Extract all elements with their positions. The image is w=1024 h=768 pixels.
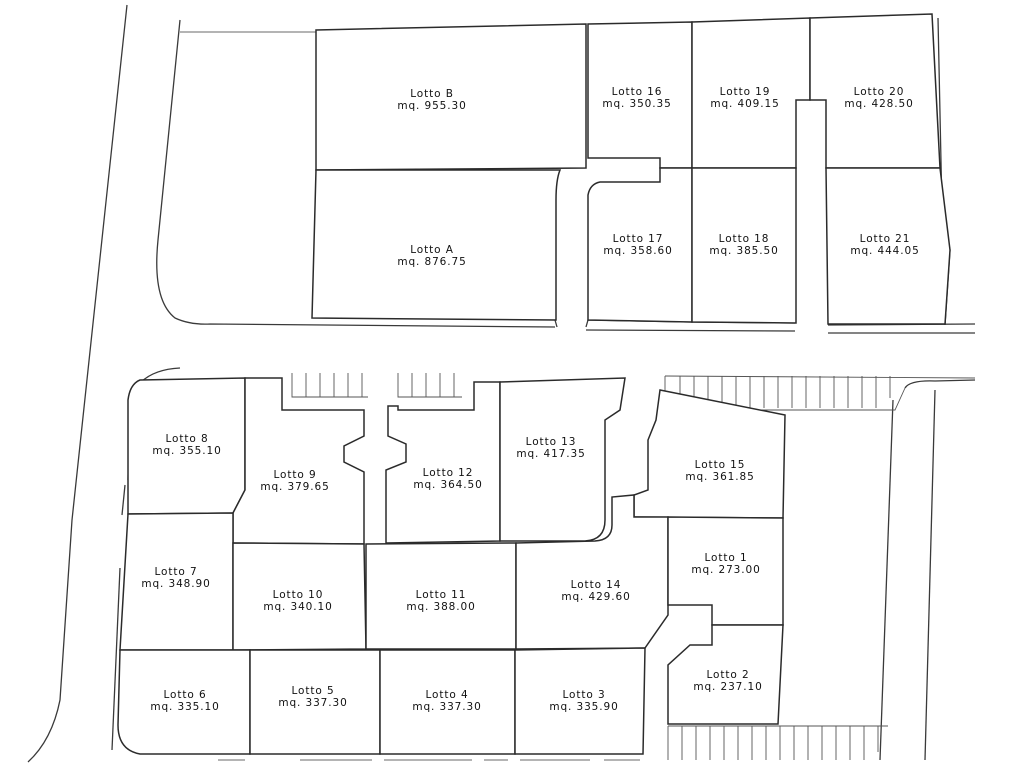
lot-name-10: Lotto 10 [273,589,324,601]
lot-area-20: mq. 428.50 [844,98,913,110]
lot-boundary-15 [633,389,786,519]
lot-area-13: mq. 417.35 [516,448,585,460]
lot-name-20: Lotto 20 [854,86,905,98]
lot-area-16: mq. 350.35 [602,98,671,110]
lot-name-a: Lotto A [410,244,454,256]
lot-area-1: mq. 273.00 [691,564,760,576]
lot-boundary-18 [691,167,797,324]
lot-name-13: Lotto 13 [526,436,577,448]
lot-area-a: mq. 876.75 [397,256,466,268]
lot-area-12: mq. 364.50 [413,479,482,491]
lot-labels: Lotto B mq. 955.30 Lotto A mq. 876.75 Lo… [141,86,919,713]
lot-area-7: mq. 348.90 [141,578,210,590]
lot-area-21: mq. 444.05 [850,245,919,257]
lot-boundary-9 [232,377,365,545]
lot-name-19: Lotto 19 [720,86,771,98]
lot-name-8: Lotto 8 [165,433,208,445]
lot-boundary-b [315,23,587,171]
lot-name-12: Lotto 12 [423,467,474,479]
lot-name-15: Lotto 15 [695,459,746,471]
lot-name-7: Lotto 7 [154,566,197,578]
lot-area-11: mq. 388.00 [406,601,475,613]
lot-name-1: Lotto 1 [704,552,747,564]
lot-boundary-6 [117,649,251,755]
lot-name-2: Lotto 2 [706,669,749,681]
lot-area-15: mq. 361.85 [685,471,754,483]
lot-boundaries [117,13,951,755]
lot-boundary-a [311,169,562,321]
lot-area-4: mq. 337.30 [412,701,481,713]
lot-area-10: mq. 340.10 [263,601,332,613]
lot-area-3: mq. 335.90 [549,701,618,713]
lot-area-2: mq. 237.10 [693,681,762,693]
lot-boundary-3 [514,647,646,755]
lot-name-18: Lotto 18 [719,233,770,245]
lot-name-4: Lotto 4 [425,689,468,701]
lot-boundary-12 [385,381,501,544]
lot-name-17: Lotto 17 [613,233,664,245]
lot-area-17: mq. 358.60 [603,245,672,257]
lot-name-3: Lotto 3 [562,689,605,701]
lot-name-5: Lotto 5 [291,685,334,697]
lot-area-5: mq. 337.30 [278,697,347,709]
lot-area-b: mq. 955.30 [397,100,466,112]
lot-name-21: Lotto 21 [860,233,911,245]
lot-area-19: mq. 409.15 [710,98,779,110]
lot-area-6: mq. 335.10 [150,701,219,713]
lot-name-9: Lotto 9 [273,469,316,481]
lot-area-8: mq. 355.10 [152,445,221,457]
lot-boundary-17 [587,167,693,323]
lot-name-11: Lotto 11 [416,589,467,601]
lot-name-16: Lotto 16 [612,86,663,98]
lot-area-18: mq. 385.50 [709,245,778,257]
lot-area-14: mq. 429.60 [561,591,630,603]
lot-name-6: Lotto 6 [163,689,206,701]
lot-boundary-21 [825,167,951,325]
lot-name-14: Lotto 14 [571,579,622,591]
lot-boundary-2 [667,624,784,725]
lot-area-9: mq. 379.65 [260,481,329,493]
lot-name-b: Lotto B [410,88,454,100]
